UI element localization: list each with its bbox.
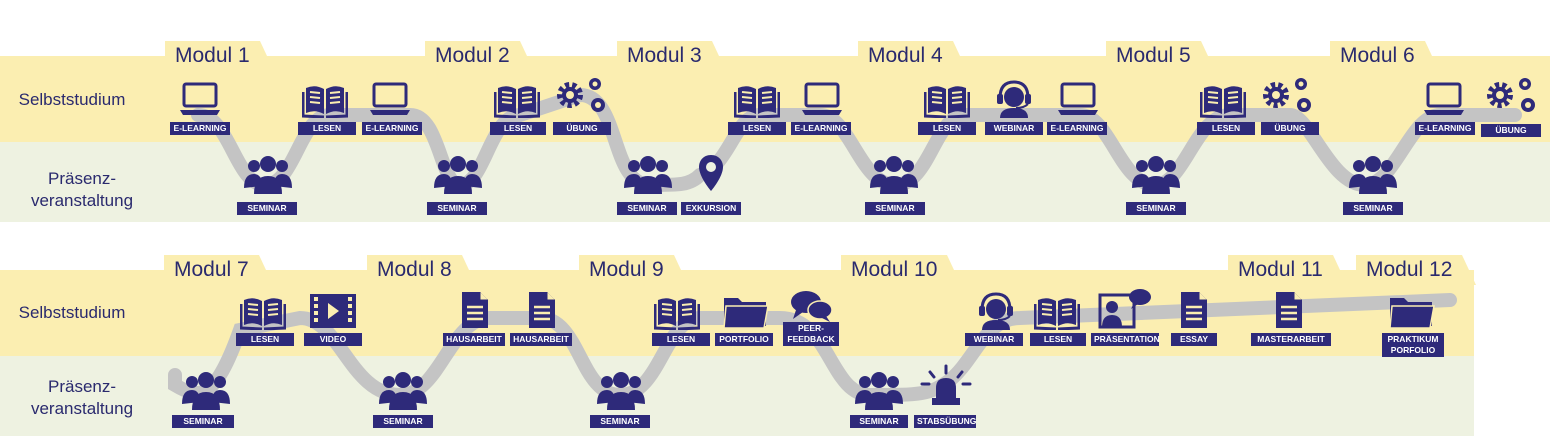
row-label-pres-bottom: Präsenz- veranstaltung <box>30 377 134 418</box>
activity-label-elearning: E-LEARNING <box>1047 122 1107 135</box>
activity-label-elearning: E-LEARNING <box>1415 122 1475 135</box>
activity-label-stabsuebung: STABSÜBUNG <box>914 415 976 428</box>
chat-bubbles-icon <box>788 288 834 329</box>
module-tab-9: Modul 9 <box>579 255 688 285</box>
group-icon <box>595 368 647 417</box>
laptop-icon <box>368 80 412 123</box>
activity-label-essay: ESSAY <box>1171 333 1217 346</box>
group-icon <box>377 368 429 417</box>
activity-label-lesen: LESEN <box>918 122 976 135</box>
folder-icon <box>722 292 770 335</box>
book-icon <box>923 80 971 123</box>
group-icon <box>1347 152 1399 201</box>
laptop-icon <box>800 80 844 123</box>
book-icon <box>1033 292 1081 335</box>
activity-label-hausarbeit: HAUSARBEIT <box>510 333 572 346</box>
activity-label-seminar: SEMINAR <box>865 202 925 215</box>
activity-label-lesen: LESEN <box>298 122 356 135</box>
book-icon <box>653 292 701 335</box>
activity-label-seminar: SEMINAR <box>427 202 487 215</box>
activity-label-lesen: LESEN <box>652 333 710 346</box>
row-label-pres-top: Präsenz- veranstaltung <box>30 169 134 210</box>
headset-icon <box>976 290 1016 335</box>
headset-icon <box>994 78 1034 123</box>
group-icon <box>622 152 674 201</box>
activity-label-elearning: E-LEARNING <box>791 122 851 135</box>
row-label-self-top: Selbststudium <box>18 90 126 109</box>
video-icon <box>308 292 358 335</box>
laptop-icon <box>1422 80 1466 123</box>
activity-label-praesentation: PRÄSENTATION <box>1091 333 1160 346</box>
activity-label-masterarbeit: MASTERARBEIT <box>1251 333 1331 346</box>
document-icon <box>459 290 491 335</box>
module-tab-12: Modul 12 <box>1356 255 1477 285</box>
activity-label-seminar: SEMINAR <box>1343 202 1403 215</box>
activity-label-seminar: SEMINAR <box>1126 202 1186 215</box>
activity-label-seminar: SEMINAR <box>172 415 234 428</box>
activity-label-video: VIDEO <box>304 333 362 346</box>
book-icon <box>1199 80 1247 123</box>
activity-label-webinar: WEBINAR <box>985 122 1043 135</box>
activity-label-seminar: SEMINAR <box>373 415 433 428</box>
activity-label-praktikum: PRAKTIKUM PORFOLIO <box>1382 333 1444 357</box>
book-icon <box>733 80 781 123</box>
location-pin-icon <box>697 153 725 198</box>
activity-label-lesen: LESEN <box>490 122 546 135</box>
document-icon <box>1273 290 1305 335</box>
group-icon <box>1130 152 1182 201</box>
group-icon <box>432 152 484 201</box>
folder-icon <box>1388 292 1436 335</box>
module-tab-5: Modul 5 <box>1106 41 1215 71</box>
siren-icon <box>918 364 974 413</box>
module-tab-7: Modul 7 <box>164 255 273 285</box>
activity-label-uebung: ÜBUNG <box>1481 124 1541 137</box>
activity-label-hausarbeit: HAUSARBEIT <box>443 333 505 346</box>
module-tab-11: Modul 11 <box>1228 255 1347 285</box>
activity-label-webinar: WEBINAR <box>965 333 1023 346</box>
module-tab-2: Modul 2 <box>425 41 534 71</box>
activity-label-seminar: SEMINAR <box>850 415 908 428</box>
laptop-icon <box>1056 80 1100 123</box>
book-icon <box>301 80 349 123</box>
document-icon <box>526 290 558 335</box>
activity-label-seminar: SEMINAR <box>237 202 297 215</box>
module-tab-6: Modul 6 <box>1330 41 1439 71</box>
activity-label-lesen: LESEN <box>1197 122 1255 135</box>
activity-label-seminar: SEMINAR <box>617 202 677 215</box>
activity-label-portfolio: PORTFOLIO <box>715 333 773 346</box>
group-icon <box>242 152 294 201</box>
gears-icon <box>1260 74 1316 121</box>
activity-label-elearning: E-LEARNING <box>170 122 230 135</box>
activity-label-uebung: ÜBUNG <box>553 122 611 135</box>
gears-icon <box>1484 74 1540 121</box>
row-label-self-bottom: Selbststudium <box>18 303 126 322</box>
laptop-icon <box>178 80 222 123</box>
gears-icon <box>554 74 610 121</box>
group-icon <box>180 368 232 417</box>
document-icon <box>1178 290 1210 335</box>
activity-label-uebung: ÜBUNG <box>1261 122 1319 135</box>
activity-label-lesen: LESEN <box>728 122 786 135</box>
activity-label-peer: PEER- FEEDBACK <box>783 322 839 346</box>
presence-band-bottom <box>0 356 1474 436</box>
book-icon <box>239 292 287 335</box>
activity-label-lesen: LESEN <box>1030 333 1086 346</box>
activity-label-lesen: LESEN <box>236 333 294 346</box>
group-icon <box>868 152 920 201</box>
group-icon <box>853 368 905 417</box>
activity-label-seminar: SEMINAR <box>590 415 650 428</box>
module-tab-3: Modul 3 <box>617 41 726 71</box>
book-icon <box>493 80 541 123</box>
activity-label-elearning: E-LEARNING <box>362 122 422 135</box>
module-tab-8: Modul 8 <box>367 255 476 285</box>
activity-label-exkursion: EXKURSION <box>681 202 741 215</box>
module-tab-10: Modul 10 <box>841 255 962 285</box>
module-tab-4: Modul 4 <box>858 41 967 71</box>
module-tab-1: Modul 1 <box>165 41 274 71</box>
presentation-icon <box>1098 287 1152 334</box>
